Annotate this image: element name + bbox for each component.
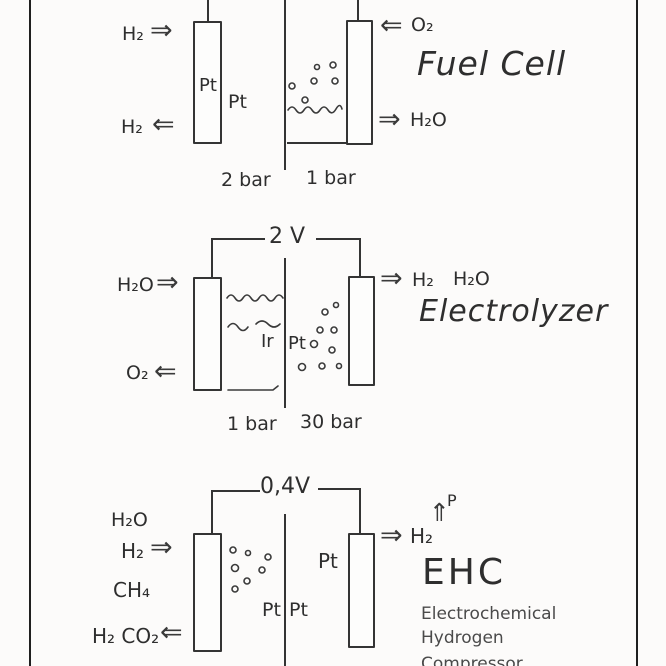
electrolyzer-right-wire-drop: [359, 238, 361, 279]
electrolyzer-cathode-electrode: [348, 276, 375, 386]
ehc-membrane-catalyst-right-label: Pt: [289, 599, 308, 621]
ehc-retentate-label: H₂ CO₂: [92, 624, 160, 648]
fuel-cell-h2-inlet-label: H₂: [122, 23, 144, 45]
ehc-feed-ch4-label: CH₄: [113, 578, 151, 602]
fuel-cell-h2-inlet-arrow-icon: ⇒: [150, 15, 173, 46]
ehc-right-wire: [318, 488, 361, 490]
electrolyzer-title: Electrolyzer: [419, 294, 609, 329]
fuel-cell-title: Fuel Cell: [417, 44, 567, 83]
electrolyzer-anode-catalyst-label: Ir: [261, 331, 274, 352]
ehc-title: EHC: [422, 552, 506, 593]
electrolyzer-pressure-left-label: 1 bar: [227, 413, 277, 435]
fuel-cell-cathode-electrode: [346, 20, 373, 145]
ehc-subtitle-line2: Hydrogen: [421, 628, 504, 648]
ehc-left-wire: [211, 490, 260, 492]
fuel-cell-membrane: [284, 0, 286, 170]
fuel-cell-pressure-right-label: 1 bar: [306, 167, 356, 189]
fuel-cell-o2-inlet-arrow-icon: ⇐: [380, 10, 403, 41]
electrolyzer-anode-electrode: [193, 277, 222, 391]
fuel-cell-gas-bubbles: [288, 61, 339, 104]
electrolyzer-outlet-arrow-icon: ⇒: [380, 263, 403, 294]
electrolyzer-pressure-right-label: 30 bar: [300, 411, 362, 433]
ehc-voltage-label: 0,4V: [260, 474, 311, 499]
ehc-membrane: [284, 514, 286, 666]
fuel-cell-membrane-catalyst-label: Pt: [228, 91, 247, 113]
frame-right-border: [636, 0, 638, 666]
electrolyzer-membrane: [284, 258, 286, 408]
electrolyzer-o2-outlet-arrow-icon: ⇐: [154, 356, 177, 387]
electrolyzer-outlet-h2o-label: H₂O: [453, 268, 490, 290]
ehc-feed-arrow-icon: ⇒: [150, 532, 173, 563]
electrolyzer-o2-outlet-label: O₂: [126, 362, 149, 384]
electrolyzer-voltage-label: 2 V: [269, 224, 306, 249]
ehc-membrane-catalyst-left-label: Pt: [262, 599, 281, 621]
ehc-pressure-symbol-label: P: [447, 491, 457, 510]
electrolyzer-right-wire: [316, 238, 361, 240]
ehc-cathode-electrode: [348, 533, 375, 648]
ehc-subtitle-line3: Compressor: [421, 654, 523, 666]
electrolyzer-h2o-inlet-arrow-icon: ⇒: [156, 267, 179, 298]
fuel-cell-h2o-outlet-label: H₂O: [410, 109, 447, 131]
fuel-cell-water-level-wave: [287, 104, 343, 114]
fuel-cell-o2-inlet-label: O₂: [411, 14, 434, 36]
electrolyzer-cathode-catalyst-label: Pt: [288, 333, 306, 354]
ehc-gas-bubbles: [229, 546, 272, 593]
fuel-cell-h2o-outlet-arrow-icon: ⇒: [378, 104, 401, 135]
ehc-feed-h2o-label: H₂O: [111, 509, 148, 531]
fuel-cell-left-wire: [207, 0, 209, 22]
fuel-cell-anode-catalyst-label: Pt: [199, 75, 217, 96]
fuel-cell-right-wire: [357, 0, 359, 21]
fuel-cell-anode-electrode: [193, 21, 222, 144]
electrolyzer-water-waves: [226, 294, 284, 391]
electrolyzer-h2o-inlet-label: H₂O: [117, 274, 154, 296]
electrolyzer-left-wire-drop: [211, 238, 213, 279]
ehc-pressure-up-arrow-icon: ⇑: [429, 498, 450, 527]
ehc-feed-h2-label: H₂: [121, 539, 145, 563]
electrolyzer-outlet-h2-label: H₂: [412, 269, 434, 291]
electrolyzer-left-wire: [211, 238, 265, 240]
fuel-cell-h2-outlet-label: H₂: [121, 116, 143, 138]
ehc-anode-electrode: [193, 533, 222, 652]
fuel-cell-pressure-left-label: 2 bar: [221, 169, 271, 191]
ehc-retentate-arrow-icon: ⇐: [160, 617, 183, 648]
ehc-outlet-h2-label: H₂: [410, 524, 434, 548]
frame-left-border: [29, 0, 31, 666]
ehc-outlet-arrow-icon: ⇒: [380, 520, 403, 551]
fuel-cell-h2-outlet-arrow-icon: ⇐: [152, 109, 175, 140]
ehc-cathode-catalyst-label: Pt: [318, 549, 338, 573]
ehc-subtitle-line1: Electrochemical: [421, 604, 557, 624]
ehc-right-wire-drop: [359, 488, 361, 534]
ehc-left-wire-drop: [211, 490, 213, 534]
fuel-cell-liquid-floor-line: [287, 142, 347, 144]
